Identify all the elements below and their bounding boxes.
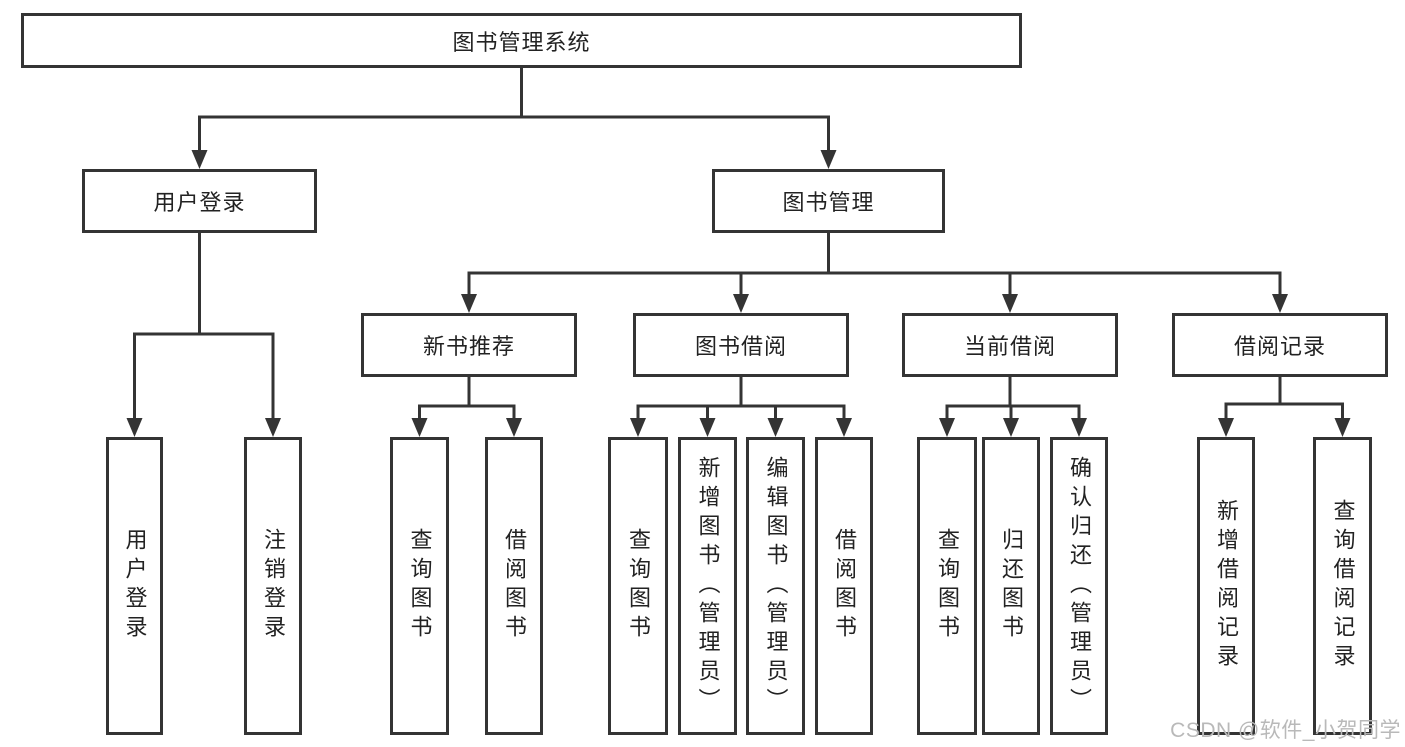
leaf-label: 查询借阅记录	[1330, 499, 1356, 673]
leaf-label: 查询图书	[935, 528, 960, 644]
leaf-newbooks-borrow-books: 借阅图书	[485, 437, 543, 735]
leaf-edit-books-admin: 编辑图书（管理员）	[746, 437, 805, 735]
leaf-user-login: 用户登录	[106, 437, 163, 735]
leaf-borrow-query-books: 查询图书	[608, 437, 668, 735]
leaf-confirm-return-admin: 确认归还（管理员）	[1050, 437, 1108, 735]
arrowheads	[126, 150, 1351, 437]
connector-root-to-level1	[198, 68, 830, 152]
leaf-label: 查询图书	[626, 528, 651, 644]
node-label: 图书借阅	[694, 334, 787, 359]
leaf-return-books: 归还图书	[982, 437, 1040, 735]
leaf-query-borrow-record: 查询借阅记录	[1313, 437, 1372, 735]
node-book-borrow: 图书借阅	[633, 313, 849, 377]
node-library-management-system: 图书管理系统	[21, 13, 1022, 68]
connector-newbooks-to-leaves	[418, 377, 516, 421]
leaf-label: 查询图书	[407, 528, 433, 644]
connector-records-to-leaves	[1224, 377, 1344, 421]
connector-userlogin-to-leaves	[133, 233, 275, 421]
leaf-label: 用户登录	[122, 528, 148, 644]
node-label: 新书推荐	[422, 334, 515, 359]
node-label: 图书管理	[782, 190, 875, 215]
node-label: 用户登录	[153, 190, 246, 215]
node-book-management: 图书管理	[712, 169, 945, 233]
leaf-label: 借阅图书	[832, 528, 857, 644]
leaf-label: 借阅图书	[502, 528, 527, 644]
node-label: 借阅记录	[1233, 334, 1326, 359]
csdn-watermark: CSDN @软件_小贺同学	[1170, 719, 1401, 742]
leaf-label: 注销登录	[261, 528, 286, 644]
leaf-label: 新增图书（管理员）	[695, 455, 721, 717]
leaf-label: 归还图书	[999, 528, 1024, 644]
node-current-borrow: 当前借阅	[902, 313, 1118, 377]
node-user-login: 用户登录	[82, 169, 317, 233]
leaf-label: 编辑图书（管理员）	[763, 455, 789, 717]
leaf-newbooks-query-books: 查询图书	[390, 437, 449, 735]
connector-bookmgmt-to-level2	[467, 233, 1282, 296]
connector-current-to-leaves	[945, 377, 1081, 421]
leaf-current-query-books: 查询图书	[917, 437, 977, 735]
leaf-add-borrow-record: 新增借阅记录	[1197, 437, 1255, 735]
node-label: 当前借阅	[963, 334, 1056, 359]
leaf-logout: 注销登录	[244, 437, 302, 735]
connector-borrow-to-leaves	[636, 377, 846, 421]
node-borrow-records: 借阅记录	[1172, 313, 1388, 377]
leaf-label: 确认归还（管理员）	[1067, 455, 1092, 717]
leaf-add-books-admin: 新增图书（管理员）	[678, 437, 737, 735]
node-new-book-recommend: 新书推荐	[361, 313, 577, 377]
leaf-label: 新增借阅记录	[1214, 499, 1239, 673]
leaf-borrow-borrow-books: 借阅图书	[815, 437, 873, 735]
node-label: 图书管理系统	[452, 29, 591, 55]
